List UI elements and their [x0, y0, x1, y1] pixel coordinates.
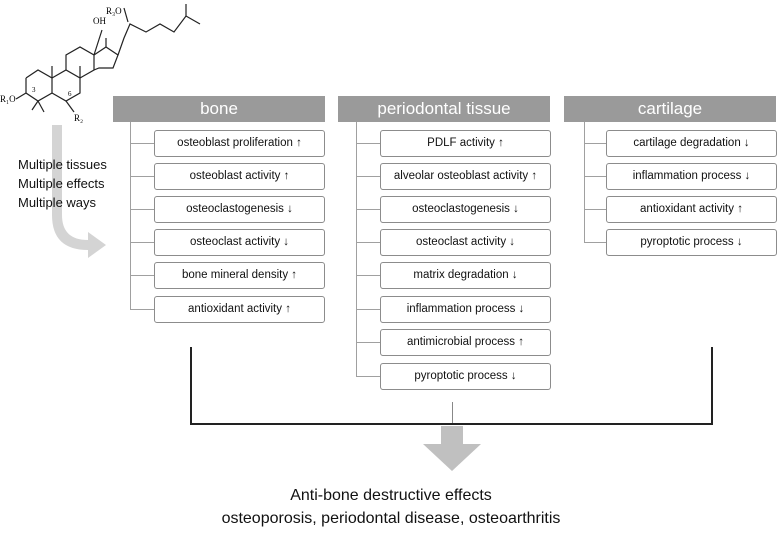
side-text-line3: Multiple ways — [18, 195, 97, 210]
r1o-label: R₁O — [0, 94, 16, 104]
side-text-line2: Multiple effects — [18, 176, 105, 191]
periodontal-item: pyroptotic process ↓ — [380, 363, 551, 390]
bone-item: osteoclast activity ↓ — [154, 229, 325, 256]
periodontal-header: periodontal tissue — [338, 96, 550, 122]
periodontal-item: inflammation process ↓ — [380, 296, 551, 323]
down-arrow-icon — [423, 426, 481, 471]
cartilage-item: antioxidant activity ↑ — [606, 196, 777, 223]
periodontal-item: osteoclastogenesis ↓ — [380, 196, 551, 223]
periodontal-item: osteoclast activity ↓ — [380, 229, 551, 256]
conclusion-diseases: osteoporosis, periodontal disease, osteo… — [221, 510, 561, 527]
periodontal-item: antimicrobial process ↑ — [380, 329, 551, 356]
c6-label: 6 — [68, 90, 72, 98]
bracket-left — [190, 347, 192, 424]
bracket-right — [711, 347, 713, 424]
c3-label: 3 — [32, 86, 36, 94]
bone-item: osteoblast activity ↑ — [154, 163, 325, 190]
cartilage-header: cartilage — [564, 96, 776, 122]
side-text-line1: Multiple tissues — [18, 157, 107, 172]
periodontal-item: PDLF activity ↑ — [380, 130, 551, 157]
ginsenoside-structure: R₃O OH R₁O 3 6 R₂ — [0, 4, 201, 123]
bone-item: antioxidant activity ↑ — [154, 296, 325, 323]
periodontal-item: alveolar osteoblast activity ↑ — [380, 163, 551, 190]
bone-header: bone — [113, 96, 325, 122]
bone-item: osteoclastogenesis ↓ — [154, 196, 325, 223]
r3o-label: R₃O — [106, 6, 122, 16]
curved-arrow-icon — [52, 125, 106, 258]
cartilage-item: pyroptotic process ↓ — [606, 229, 777, 256]
cartilage-item: cartilage degradation ↓ — [606, 130, 777, 157]
side-text: Multiple tissues Multiple effects Multip… — [18, 155, 107, 212]
oh-label: OH — [93, 16, 106, 26]
bone-item: osteoblast proliferation ↑ — [154, 130, 325, 157]
conclusion-title: Anti-bone destructive effects — [290, 487, 492, 504]
r2-label: R₂ — [74, 113, 83, 123]
cartilage-item: inflammation process ↓ — [606, 163, 777, 190]
bracket-bottom — [190, 423, 713, 425]
bone-item: bone mineral density ↑ — [154, 262, 325, 289]
center-connector — [452, 402, 453, 423]
periodontal-item: matrix degradation ↓ — [380, 262, 551, 289]
